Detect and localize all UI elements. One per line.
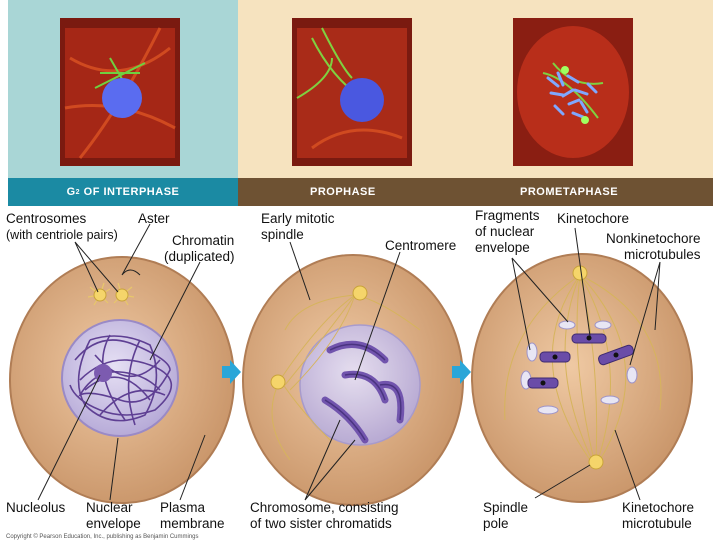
prophase-nucleus [299, 324, 421, 446]
prometaphase-micrograph [513, 18, 633, 166]
phase-banner-strip: PROPHASE PROMETAPHASE [238, 178, 713, 206]
leader-lines [37, 223, 661, 501]
label-centrosomes: Centrosomes [6, 211, 87, 226]
label-nuclear-envelope: envelope [86, 516, 141, 531]
label-chromosome: Chromosome, consisting [250, 500, 399, 515]
label-plasma: Plasma [160, 500, 206, 515]
label-kinetochore: Kinetochore [557, 211, 630, 226]
label-duplicated: (duplicated) [164, 249, 235, 264]
label-envelope: envelope [475, 240, 530, 255]
prometaphase-title: PROMETAPHASE [520, 186, 619, 198]
interphase-micrograph [60, 18, 180, 166]
prometaphase-cell [471, 253, 693, 503]
label-membrane: membrane [160, 516, 225, 531]
label-microtubules: microtubules [624, 247, 701, 262]
prophase-micrograph [292, 18, 412, 166]
label-nonkinetochore: Nonkinetochore [606, 231, 701, 246]
label-nucleolus: Nucleolus [6, 500, 66, 515]
label-microtubule: microtubule [622, 516, 692, 531]
label-early-mitotic: Early mitotic [261, 211, 335, 226]
label-pole: pole [483, 516, 509, 531]
g2-suffix: OF INTERPHASE [80, 186, 180, 198]
label-fragments: Fragments [475, 208, 540, 223]
label-chromatin: Chromatin [172, 233, 235, 248]
label-nuclear: Nuclear [86, 500, 133, 515]
g2-subscript: 2 [75, 188, 81, 196]
label-centromere: Centromere [385, 238, 457, 253]
arrow-2 [452, 360, 471, 384]
label-of-nuclear: of nuclear [475, 224, 535, 239]
spindle-fibers [504, 274, 662, 461]
copyright-notice: Copyright © Pearson Education, Inc., pub… [6, 534, 199, 540]
label-kinetochore-2: Kinetochore [622, 500, 695, 515]
label-spindle-pole: Spindle [483, 500, 529, 515]
label-two-sister: of two sister chromatids [250, 516, 392, 531]
arrow-1 [222, 360, 241, 384]
nucleolus-shape [94, 364, 112, 382]
label-aster: Aster [138, 211, 170, 226]
label-centriole-pairs: (with centriole pairs) [6, 228, 118, 242]
g2-letter: G [66, 186, 76, 198]
label-spindle: spindle [261, 227, 304, 242]
prophase-title: PROPHASE [310, 186, 376, 198]
